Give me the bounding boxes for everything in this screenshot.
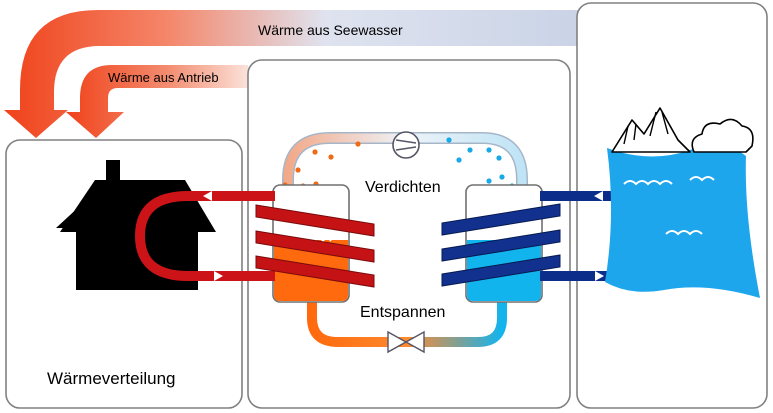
seawater-heat-arrow — [4, 10, 588, 138]
expansion-label: Entspannen — [360, 304, 446, 321]
expansion-valve-icon — [387, 330, 425, 354]
evaporator-coils — [441, 203, 561, 287]
drive-heat-arrow — [66, 65, 248, 138]
condenser-coils — [255, 204, 375, 288]
water-icon — [605, 146, 760, 298]
heat-distribution-label: Wärmeverteilung — [47, 369, 176, 388]
compressor-label: Verdichten — [365, 179, 441, 196]
mountain-icon — [611, 107, 691, 153]
compressor-icon — [392, 131, 420, 159]
cloud-icon — [691, 118, 754, 153]
heating-loop — [134, 191, 275, 281]
drive-heat-label: Wärme aus Antrieb — [108, 70, 219, 85]
seawater-heat-label: Wärme aus Seewasser — [258, 22, 403, 38]
heat-pump-panel — [247, 59, 571, 409]
